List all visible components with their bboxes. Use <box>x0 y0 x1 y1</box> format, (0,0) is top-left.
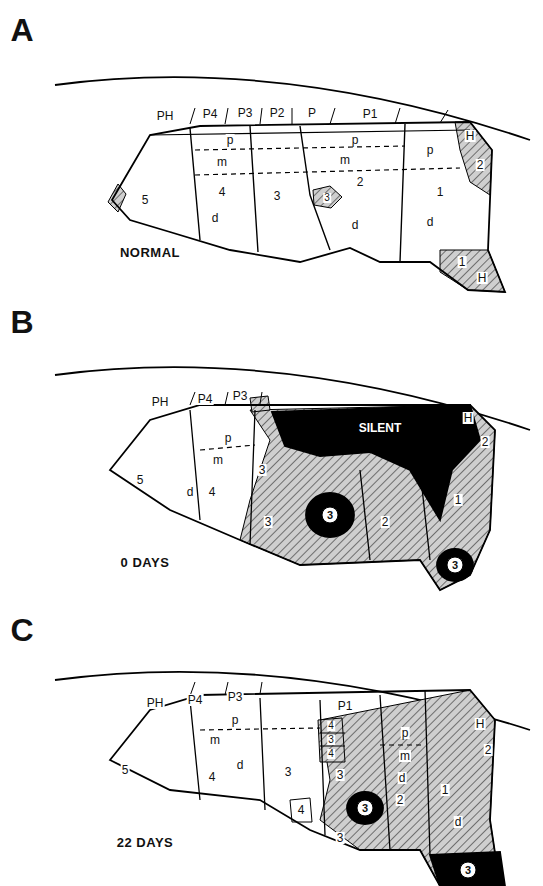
region-label: 4 <box>327 749 335 759</box>
region-label: 3 <box>327 735 335 745</box>
circled-number: 3 <box>322 507 339 524</box>
panel-letter: A <box>10 14 33 46</box>
region-label: 3 <box>273 190 282 202</box>
region-label: d <box>426 216 435 228</box>
region-label: d <box>454 816 463 828</box>
region-label: P1 <box>337 700 354 712</box>
region-label: 4 <box>218 186 227 198</box>
region-label: 4 <box>208 771 217 783</box>
circled-number: 3 <box>357 800 374 817</box>
region-label: m <box>339 154 351 166</box>
region-label: 4 <box>327 721 335 731</box>
region-label: 1 <box>436 186 445 198</box>
region-label: 3 <box>264 516 273 528</box>
region-label: 5 <box>121 764 130 776</box>
region-label: p <box>426 144 435 156</box>
panel-letter: B <box>10 306 33 338</box>
region-label: 3 <box>323 193 331 203</box>
region-label: 2 <box>381 516 390 528</box>
region-label: p <box>224 432 233 444</box>
region-label: P4 <box>187 694 204 706</box>
panel-caption: NORMAL <box>120 246 180 259</box>
circled-number: 3 <box>460 862 477 879</box>
region-label: 2 <box>356 176 365 188</box>
region-label: PH <box>156 110 175 122</box>
region-label: 3 <box>336 832 345 844</box>
region-label: m <box>216 156 228 168</box>
region-label: p <box>401 727 410 739</box>
region-label: 3 <box>284 766 293 778</box>
region-label: 2 <box>481 436 490 448</box>
map-outline <box>112 122 505 292</box>
region-label: H <box>475 718 486 730</box>
region-label: H <box>465 130 476 142</box>
region-label: P2 <box>269 107 286 119</box>
region-label: 3 <box>336 769 345 781</box>
region-label: P4 <box>202 108 219 120</box>
region-label: d <box>236 759 245 771</box>
region-label: P3 <box>227 691 244 703</box>
panel-caption: 22 DAYS <box>117 836 174 849</box>
head-outline <box>55 77 530 140</box>
region-label: 2 <box>484 744 493 756</box>
region-label: d <box>398 772 407 784</box>
panel-caption: 0 DAYS <box>121 556 170 569</box>
region-label: 1 <box>458 256 467 268</box>
region-label: PH <box>146 697 165 709</box>
circled-number: 3 <box>447 557 464 574</box>
region-label: P4 <box>197 393 214 405</box>
region-label: p <box>231 714 240 726</box>
region-label: 2 <box>396 794 405 806</box>
region-label: d <box>186 486 195 498</box>
region-label: p <box>351 134 360 146</box>
region-label: m <box>399 750 411 762</box>
region-label: d <box>351 219 360 231</box>
silent-label: SILENT <box>357 421 404 435</box>
region-label: m <box>212 454 224 466</box>
region-label: P1 <box>362 108 379 120</box>
region-label: 4 <box>297 804 306 816</box>
region-label: P3 <box>232 390 249 402</box>
region-label: H <box>463 412 474 424</box>
region-label: 5 <box>136 474 145 486</box>
region-label: 1 <box>441 784 450 796</box>
region-label: 5 <box>141 194 150 206</box>
region-label: 4 <box>208 486 217 498</box>
region-label: 1 <box>454 494 463 506</box>
region-label: P <box>307 107 317 119</box>
region-label: m <box>209 734 221 746</box>
panel-letter: C <box>10 614 33 646</box>
region-label: H <box>477 272 488 284</box>
region-label: P3 <box>237 107 254 119</box>
region-label: d <box>211 212 220 224</box>
region-label: 3 <box>258 464 267 476</box>
region-label: 2 <box>476 159 485 171</box>
region-label: p <box>226 134 235 146</box>
region-label: PH <box>151 396 170 408</box>
